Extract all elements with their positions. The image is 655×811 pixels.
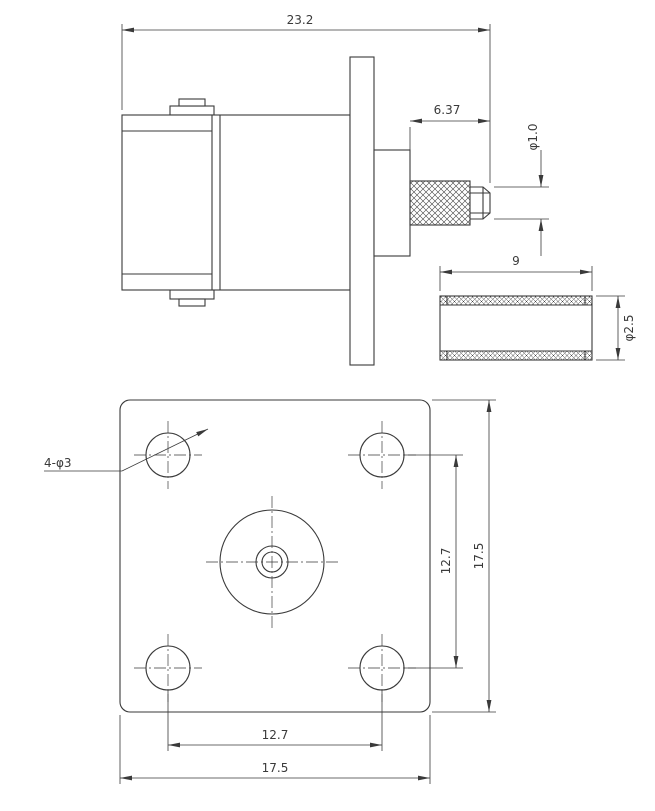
dim-text-hole-spacing-vertical: 12.7: [439, 548, 453, 575]
ferrule-outline: [439, 295, 593, 361]
bayonet-stud-bottom-base: [169, 289, 215, 300]
dim-text-ferrule-length: 9: [512, 254, 520, 268]
connector-body-outline: [121, 114, 351, 291]
bayonet-stud-top: [178, 98, 206, 107]
dim-text-overall-length: 23.2: [287, 13, 314, 27]
dim-text-pin-diameter: φ1.0: [526, 124, 540, 151]
flange-side-outline: [349, 56, 375, 366]
crimp-knurl-barrel: [409, 180, 471, 226]
rear-body-outline: [373, 149, 411, 257]
ferrule-section-view: 9 φ2.5: [439, 254, 636, 361]
dim-text-flange-height: 17.5: [472, 543, 486, 570]
hole-callout-label: 4-φ3: [44, 456, 72, 470]
side-view-dimensions: 23.2 6.37 φ1.0: [121, 13, 549, 256]
dim-text-ferrule-diameter: φ2.5: [622, 315, 636, 342]
side-view: [121, 56, 491, 366]
ferrule-wall-top: [439, 295, 593, 306]
bayonet-stud-bottom: [178, 298, 206, 307]
dim-text-flange-width: 17.5: [262, 761, 289, 775]
dim-text-hole-spacing-horizontal: 12.7: [262, 728, 289, 742]
bayonet-stud-top-base: [169, 105, 215, 116]
front-view: [119, 399, 431, 713]
dim-text-rear-length: 6.37: [434, 103, 461, 117]
crimp-tip-outline: [470, 186, 491, 220]
front-view-dimensions: 4-φ3 12.7 17.5 12.7 17.5: [44, 399, 496, 784]
ferrule-wall-bottom: [439, 350, 593, 361]
leader-line-hole-callout: [121, 428, 209, 472]
